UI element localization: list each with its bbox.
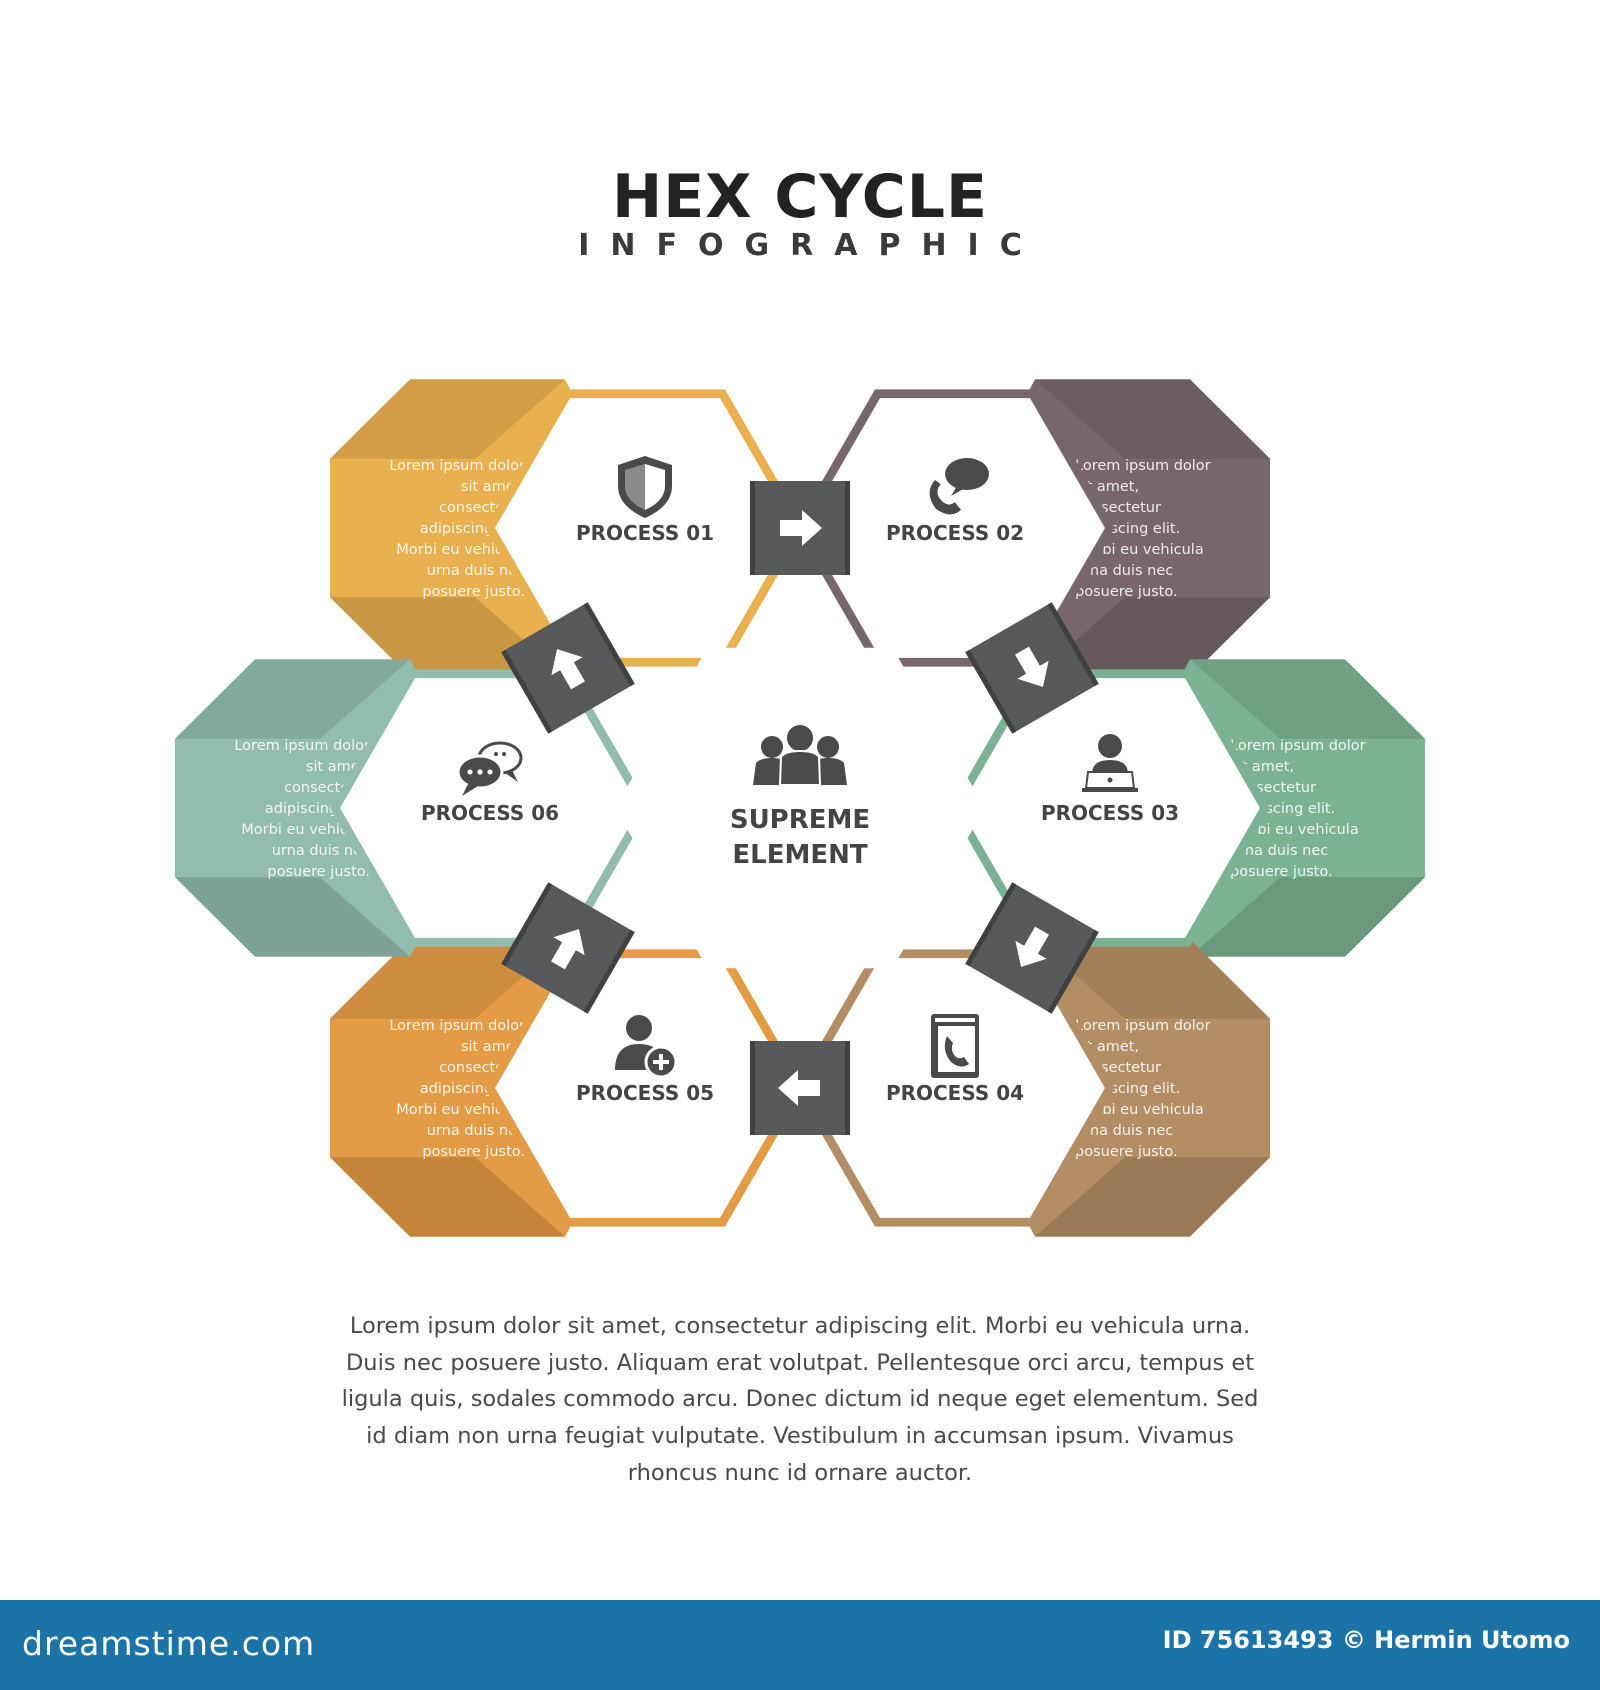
add-user-icon bbox=[615, 1015, 678, 1079]
process-hex-2[interactable]: PROCESS 02 bbox=[795, 389, 1115, 667]
band-text-line: posuere justo. bbox=[1230, 864, 1333, 880]
band-text-line: Lorem ipsum dolor bbox=[389, 1018, 525, 1034]
center-hexagon: SUPREME ELEMENT bbox=[615, 647, 985, 969]
hex-fill bbox=[805, 958, 1105, 1218]
chat-bubbles-icon bbox=[456, 741, 523, 796]
phone-book-icon bbox=[931, 1014, 979, 1078]
band-text-line: Lorem ipsum dolor bbox=[1075, 1018, 1211, 1034]
band-text-line: urna duis nec bbox=[1230, 843, 1328, 859]
user-laptop-icon bbox=[1082, 734, 1138, 792]
band-top-face bbox=[330, 379, 565, 459]
process-label: PROCESS 05 bbox=[576, 1081, 714, 1105]
cycle-connectors bbox=[501, 481, 1099, 1135]
band-text-line: Morbi eu vehicula bbox=[1075, 1102, 1204, 1118]
band-text-line: Morbi eu vehicula bbox=[1230, 822, 1359, 838]
band-text-line: urna duis nec bbox=[427, 563, 525, 579]
hex-fill bbox=[495, 958, 795, 1218]
connector-6 bbox=[501, 602, 635, 734]
connector-1 bbox=[750, 481, 850, 575]
band-bottom-face bbox=[330, 1157, 565, 1237]
team-icon bbox=[753, 723, 847, 786]
shield-icon bbox=[618, 456, 672, 518]
band-text-line: Morbi eu vehicula bbox=[241, 822, 370, 838]
connector-4 bbox=[750, 1041, 850, 1135]
band-text-line: Lorem ipsum dolor bbox=[1075, 458, 1211, 474]
band-top-face bbox=[1035, 379, 1270, 459]
page-subtitle: INFOGRAPHIC bbox=[578, 228, 1043, 263]
process-hex-3[interactable]: PROCESS 03 bbox=[950, 669, 1270, 947]
arrow-up-icon bbox=[551, 928, 585, 970]
hex-fill bbox=[340, 678, 640, 938]
footer-site-link[interactable]: dreamstime.com bbox=[22, 1624, 316, 1663]
process-label: PROCESS 02 bbox=[886, 521, 1024, 545]
band-bottom-face bbox=[175, 877, 410, 957]
center-hex-shape bbox=[615, 647, 985, 969]
arrow-down-icon bbox=[1015, 646, 1049, 688]
band-text-line: posuere justo. bbox=[1075, 584, 1178, 600]
hex-fill bbox=[805, 398, 1105, 658]
band-text-line: urna duis nec bbox=[1075, 563, 1173, 579]
connector-3 bbox=[965, 882, 1099, 1014]
band-top-face bbox=[1035, 939, 1270, 1019]
hex-fill bbox=[495, 398, 795, 658]
band-text-line: urna duis nec bbox=[272, 843, 370, 859]
page-title: HEX CYCLE bbox=[612, 162, 988, 232]
process-label: PROCESS 04 bbox=[886, 1081, 1024, 1105]
band-bottom-face bbox=[1035, 1157, 1270, 1237]
band-top-face bbox=[1190, 659, 1425, 739]
phone-chat-icon bbox=[926, 458, 989, 518]
process-hex-4[interactable]: PROCESS 04 bbox=[795, 949, 1115, 1227]
process-label: PROCESS 06 bbox=[421, 801, 559, 825]
band-text-line: Lorem ipsum dolor bbox=[1230, 738, 1366, 754]
band-text-line: Morbi eu vehicula bbox=[396, 542, 525, 558]
band-bottom-face bbox=[1190, 877, 1425, 957]
band-text-line: Lorem ipsum dolor bbox=[389, 458, 525, 474]
process-hexagons: PROCESS 01 PROCESS 02 PROCESS 03 PROCESS 04… bbox=[330, 389, 1270, 1227]
arrow-left-icon bbox=[778, 1070, 820, 1106]
band-text-line: Lorem ipsum dolor bbox=[234, 738, 370, 754]
arrow-down-icon bbox=[1015, 926, 1049, 968]
connector-5 bbox=[501, 882, 635, 1014]
band-text-line: Morbi eu vehicula bbox=[1075, 542, 1204, 558]
description-paragraph: Lorem ipsum dolor sit amet, consectetur … bbox=[341, 1313, 1259, 1486]
band-text-line: posuere justo. bbox=[267, 864, 370, 880]
process-hex-5[interactable]: PROCESS 05 bbox=[485, 949, 805, 1227]
process-label: PROCESS 01 bbox=[576, 521, 714, 545]
connector-2 bbox=[965, 602, 1099, 734]
band-text-line: posuere justo. bbox=[422, 584, 525, 600]
center-label-line2: ELEMENT bbox=[732, 840, 867, 870]
footer-bar: dreamstime.com ID 75613493 © Hermin Utom… bbox=[0, 1600, 1600, 1690]
band-bottom-face bbox=[1035, 597, 1270, 677]
process-label: PROCESS 03 bbox=[1041, 801, 1179, 825]
band-text-line: urna duis nec bbox=[427, 1123, 525, 1139]
process-hex-6[interactable]: PROCESS 06 bbox=[330, 669, 650, 947]
process-hex-1[interactable]: PROCESS 01 bbox=[485, 389, 805, 667]
arrow-up-icon bbox=[551, 648, 585, 690]
footer-credit: ID 75613493 © Hermin Utomo bbox=[1162, 1626, 1570, 1654]
center-label-line1: SUPREME bbox=[730, 805, 870, 835]
band-text-line: posuere justo. bbox=[422, 1144, 525, 1160]
band-top-face bbox=[175, 659, 410, 739]
hex-fill bbox=[960, 678, 1260, 938]
arrow-right-icon bbox=[780, 510, 822, 546]
band-text-line: Morbi eu vehicula bbox=[396, 1102, 525, 1118]
band-text-line: posuere justo. bbox=[1075, 1144, 1178, 1160]
band-text-line: urna duis nec bbox=[1075, 1123, 1173, 1139]
